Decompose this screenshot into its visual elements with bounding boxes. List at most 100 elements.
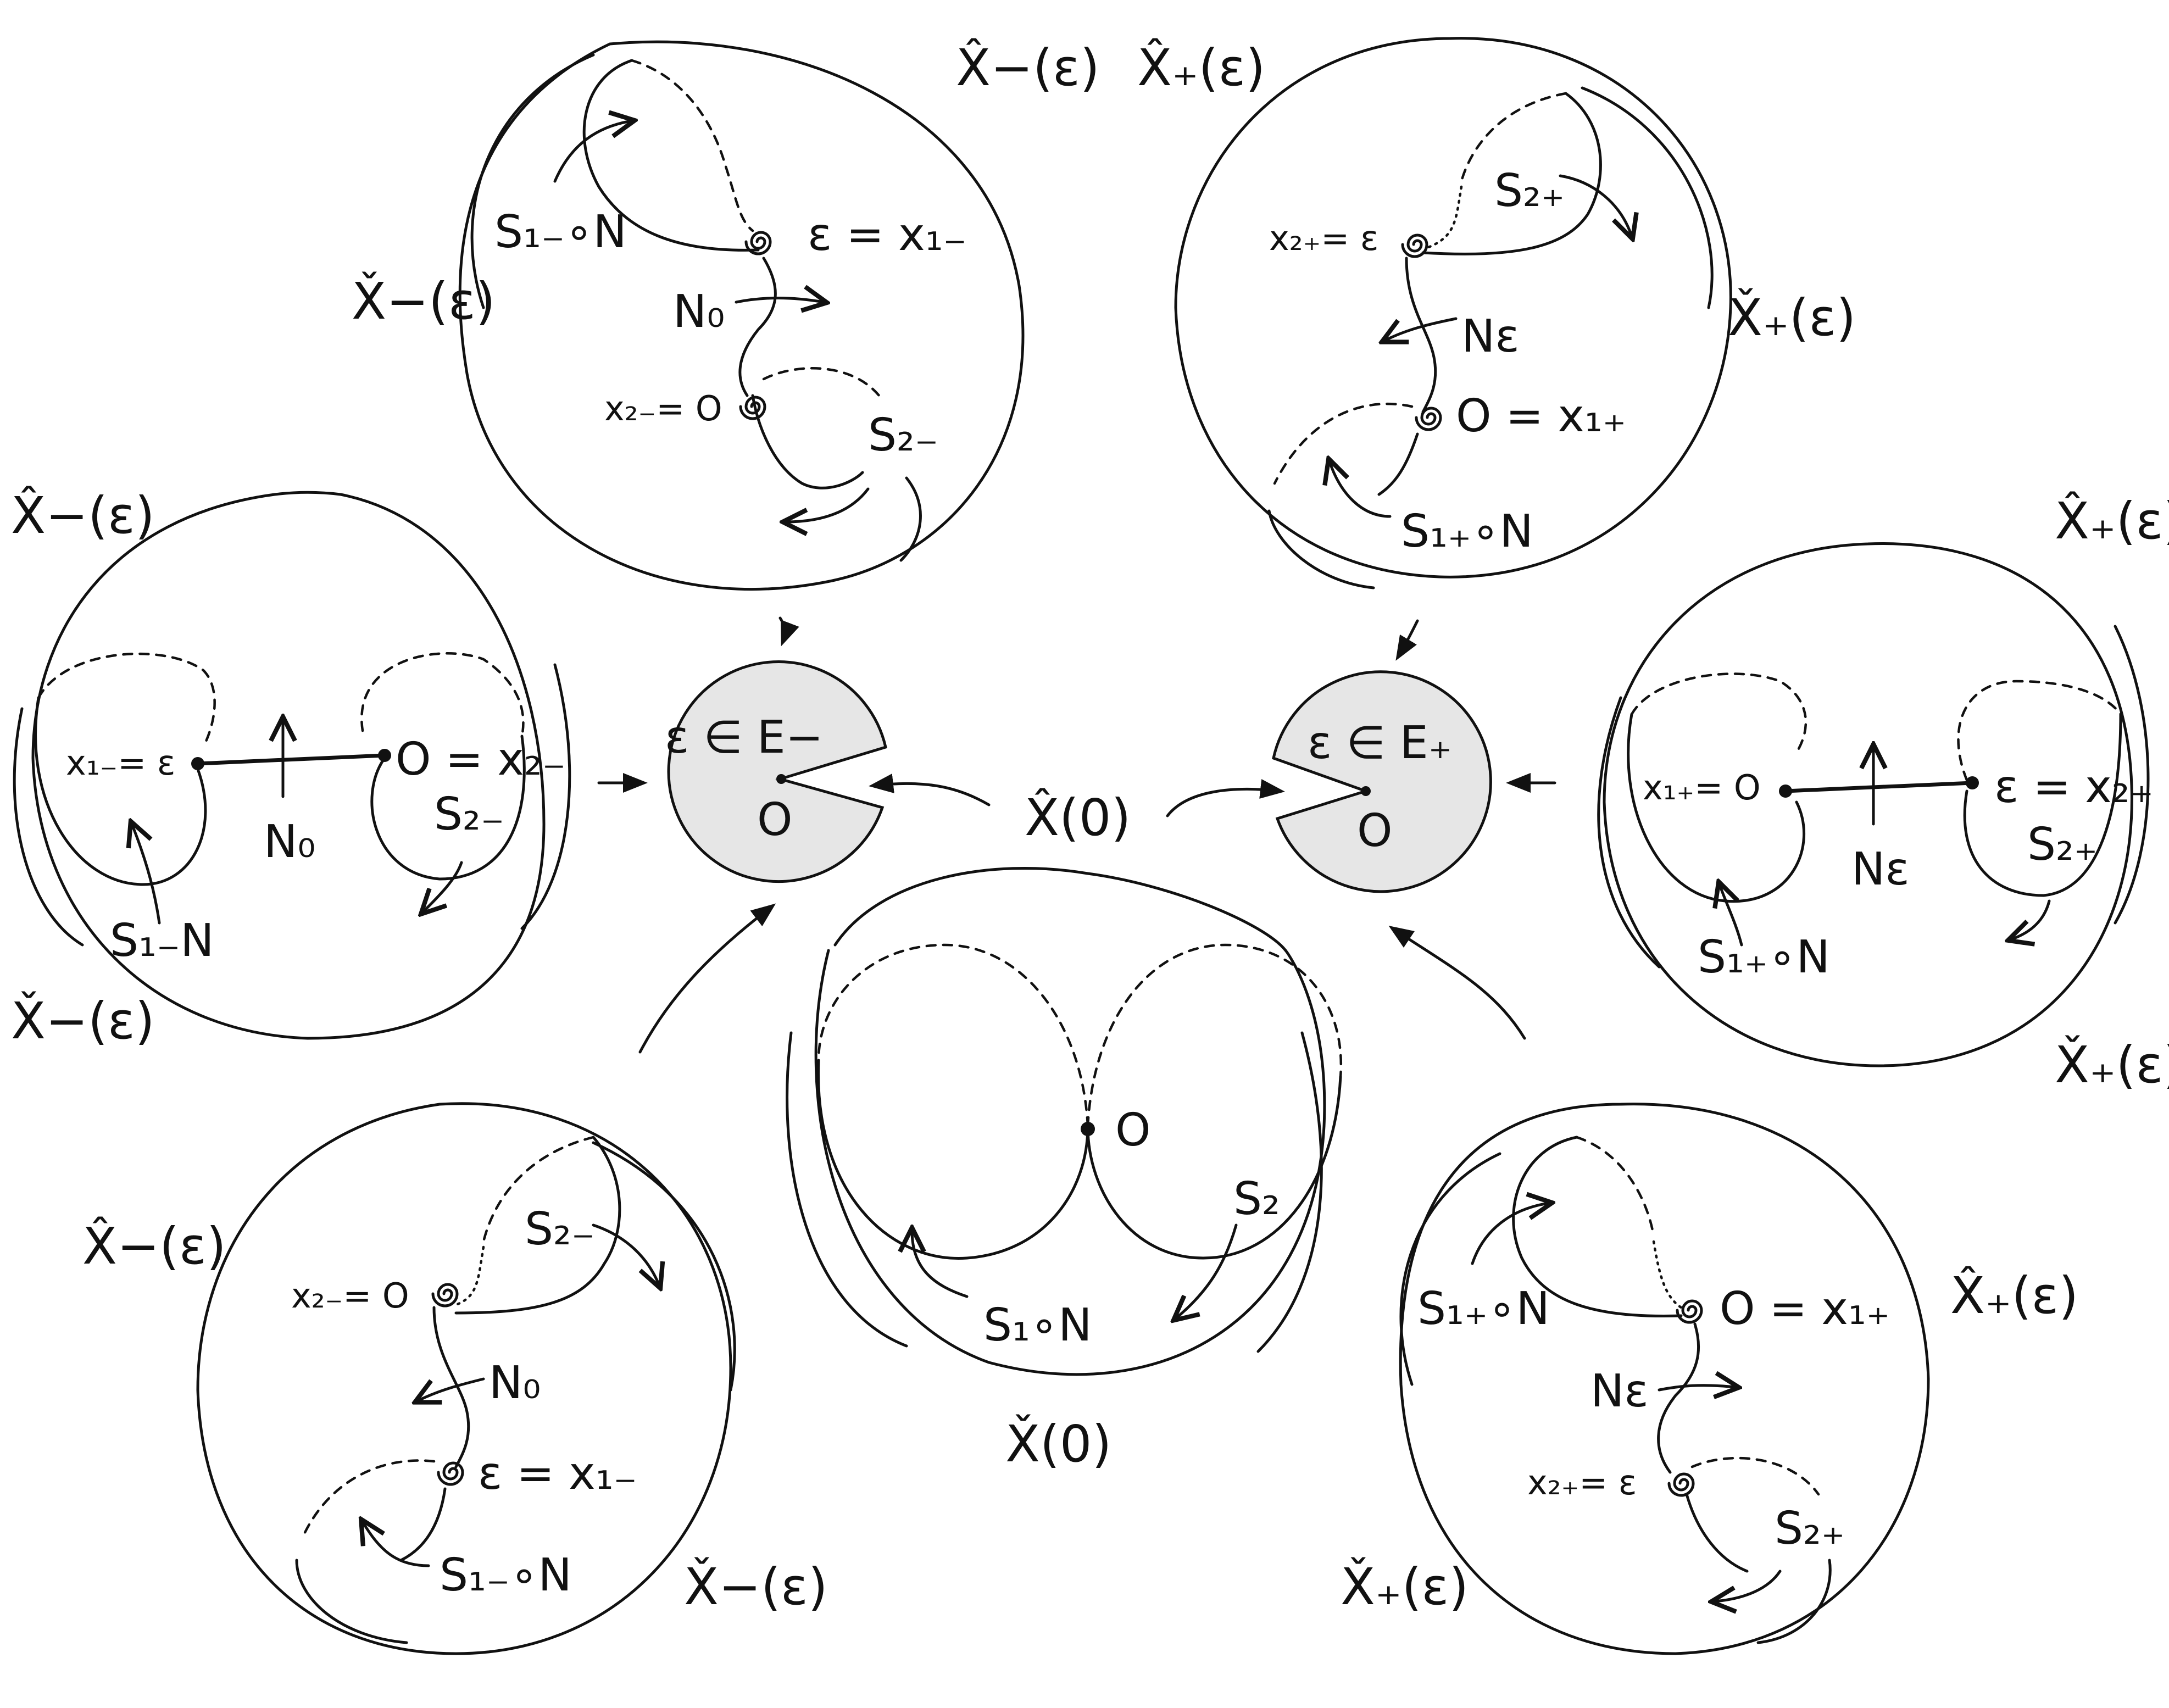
- bl-s1n-label: S₁₋∘N: [440, 1549, 572, 1601]
- mr-O-dot: [1779, 785, 1792, 798]
- disk-left-eps-label: ε ∈ E−: [665, 711, 823, 764]
- disk-left-shape: [667, 660, 887, 883]
- ml-diagram: X̂−(ε) X̌−(ε) x₁₋= ε N₀ O = x₂₋ S₂₋ S₁₋N: [11, 486, 648, 1050]
- bl-outer-circle: [196, 1102, 732, 1655]
- bl-check-label: X̌−(ε): [684, 1557, 828, 1616]
- bl-n-arrow: [418, 1377, 485, 1401]
- ml-eps-dot: [191, 757, 204, 770]
- bl-x2-label: x₂₋= O: [291, 1276, 409, 1316]
- tl-spiral-O: [739, 396, 766, 420]
- tl-n-arrow: [735, 298, 824, 303]
- bl-connecting-curve: [432, 1306, 470, 1468]
- disk-right-origin: [1361, 786, 1371, 796]
- mr-s2-label: S₂₊: [2027, 819, 2098, 871]
- ml-s2-dashed: [360, 652, 525, 738]
- br-s2-arrow: [1714, 1570, 1782, 1601]
- tr-s1-lower: [1377, 432, 1419, 496]
- bl-s1-lower: [399, 1487, 447, 1562]
- bl-diagram: X̂−(ε) X̌−(ε) x₂₋= O S₂₋ N₀ ε = x₁₋ S₁₋∘…: [82, 903, 828, 1655]
- center-outer-curve: [814, 949, 1326, 1376]
- br-s1n-label: S₁₊∘N: [1417, 1283, 1550, 1335]
- mr-left-arc: [1597, 696, 1661, 969]
- ml-x1-label: x₁₋= ε: [66, 743, 175, 783]
- mr-s1-loop: [1627, 713, 1805, 903]
- tl-diagram: X̂−(ε) X̌−(ε) S₁₋∘N ε = x₁₋ N₀ x₂₋= O S₂…: [352, 38, 1100, 647]
- tl-to-diskL-arrow: [778, 616, 799, 647]
- ml-s1n-arrow: [132, 824, 161, 925]
- tl-eps-label: ε = x₁₋: [808, 209, 967, 261]
- bl-s1-dashed: [301, 1459, 436, 1540]
- tl-s1-dashed: [630, 59, 754, 232]
- ml-n-label: N₀: [264, 816, 315, 868]
- tl-left-arc: [470, 53, 595, 309]
- tl-s2-arrow: [786, 487, 870, 522]
- mr-diagram: X̂₊(ε) X̌₊(ε) x₁₊= O Nε ε = x₂₊ S₂₊ S₁₊∘…: [1506, 491, 2169, 1094]
- bl-eps-label: ε = x₁₋: [478, 1448, 637, 1500]
- tr-n-arrow: [1384, 317, 1458, 341]
- tr-s2-arrow: [1559, 174, 1632, 236]
- ml-O-label: O = x₂₋: [396, 733, 566, 786]
- br-n-arrow: [1658, 1386, 1736, 1390]
- center-s2-label: S₂: [1233, 1173, 1280, 1225]
- mr-s2-dashed: [1957, 680, 2122, 782]
- ml-s2-label: S₂₋: [434, 788, 504, 841]
- tr-s2-dashed: [1460, 92, 1567, 183]
- br-connecting-curve: [1657, 1322, 1700, 1474]
- br-to-diskR-arrow: [1388, 926, 1526, 1040]
- tl-s2-label: S₂₋: [868, 409, 938, 461]
- center-s1n-arrow: [912, 1231, 969, 1298]
- ml-left-arc: [13, 707, 84, 947]
- mr-outer-circle: [1603, 542, 2133, 1067]
- br-s1-dashed: [1575, 1136, 1655, 1238]
- ml-s1-loop: [34, 696, 207, 886]
- center-to-diskR-arrow: [1166, 779, 1285, 817]
- disk-left-O-label: O: [757, 794, 793, 846]
- ml-s2-loop: [370, 735, 526, 881]
- br-diagram: S₁₊∘N O = x₁₊ Nε x₂₊= ε S₂₊ X̂₊(ε) X̌₊(ε…: [1341, 926, 2078, 1655]
- br-check-label: X̌₊(ε): [1341, 1557, 1469, 1616]
- bl-s2-label: S₂₋: [525, 1203, 595, 1255]
- tr-spiral-O: [1415, 407, 1442, 431]
- tr-x2-label: x₂₊= ε: [1269, 218, 1378, 258]
- br-O-label: O = x₁₊: [1720, 1283, 1890, 1335]
- mr-s1n-label: S₁₊∘N: [1698, 931, 1830, 983]
- br-s2-lower: [1685, 1493, 1749, 1573]
- center-to-diskL-arrow: [869, 774, 991, 806]
- center-right-loop-dashed: [1086, 943, 1343, 1128]
- br-s1n-arrow: [1471, 1203, 1549, 1265]
- bl-hat-label: X̂−(ε): [82, 1216, 226, 1276]
- ml-outer-circle: [31, 491, 546, 1040]
- tr-hat-label: X̂₊(ε): [1137, 38, 1265, 97]
- br-spiral-eps: [1667, 1472, 1695, 1497]
- disk-left: ε ∈ E− O: [665, 660, 887, 883]
- center-left-loop-dashed: [817, 943, 1089, 1128]
- br-left-arc: [1399, 1152, 1501, 1386]
- mr-connecting-line: [1783, 781, 1975, 793]
- tr-s2-loop: [1421, 92, 1602, 255]
- center-left-loop: [817, 1059, 1089, 1260]
- bl-s2-arrow: [592, 1223, 659, 1286]
- tl-right-arc: [899, 476, 922, 562]
- tl-connecting-curve: [738, 257, 777, 397]
- mr-eps-dot: [1966, 776, 1979, 789]
- disk-right: ε ∈ E₊ O: [1272, 670, 1492, 893]
- tl-n-label: N₀: [673, 286, 725, 338]
- center-check-label: X̌(0): [1005, 1414, 1111, 1473]
- br-right-arc: [1756, 1559, 1832, 1644]
- tr-s1n-label: S₁₊∘N: [1401, 505, 1533, 558]
- mr-x1-label: x₁₊= O: [1643, 767, 1761, 808]
- br-n-label: Nε: [1590, 1365, 1649, 1417]
- tr-s1-dashed: [1273, 402, 1414, 485]
- center-right-loop: [1086, 1075, 1342, 1260]
- bl-to-diskL-arrow: [638, 903, 776, 1054]
- center-s2-arrow: [1176, 1223, 1238, 1318]
- center-O-label: O: [1115, 1104, 1151, 1156]
- br-s2-dashed: [1690, 1456, 1820, 1496]
- bl-spiral-O: [431, 1283, 459, 1308]
- mr-s2-arrow: [2011, 899, 2051, 939]
- disk-left-origin: [776, 774, 786, 784]
- tr-to-diskR-arrow: [1395, 619, 1419, 661]
- bl-s2-dotted: [454, 1245, 485, 1306]
- disk-right-shape: [1272, 670, 1492, 893]
